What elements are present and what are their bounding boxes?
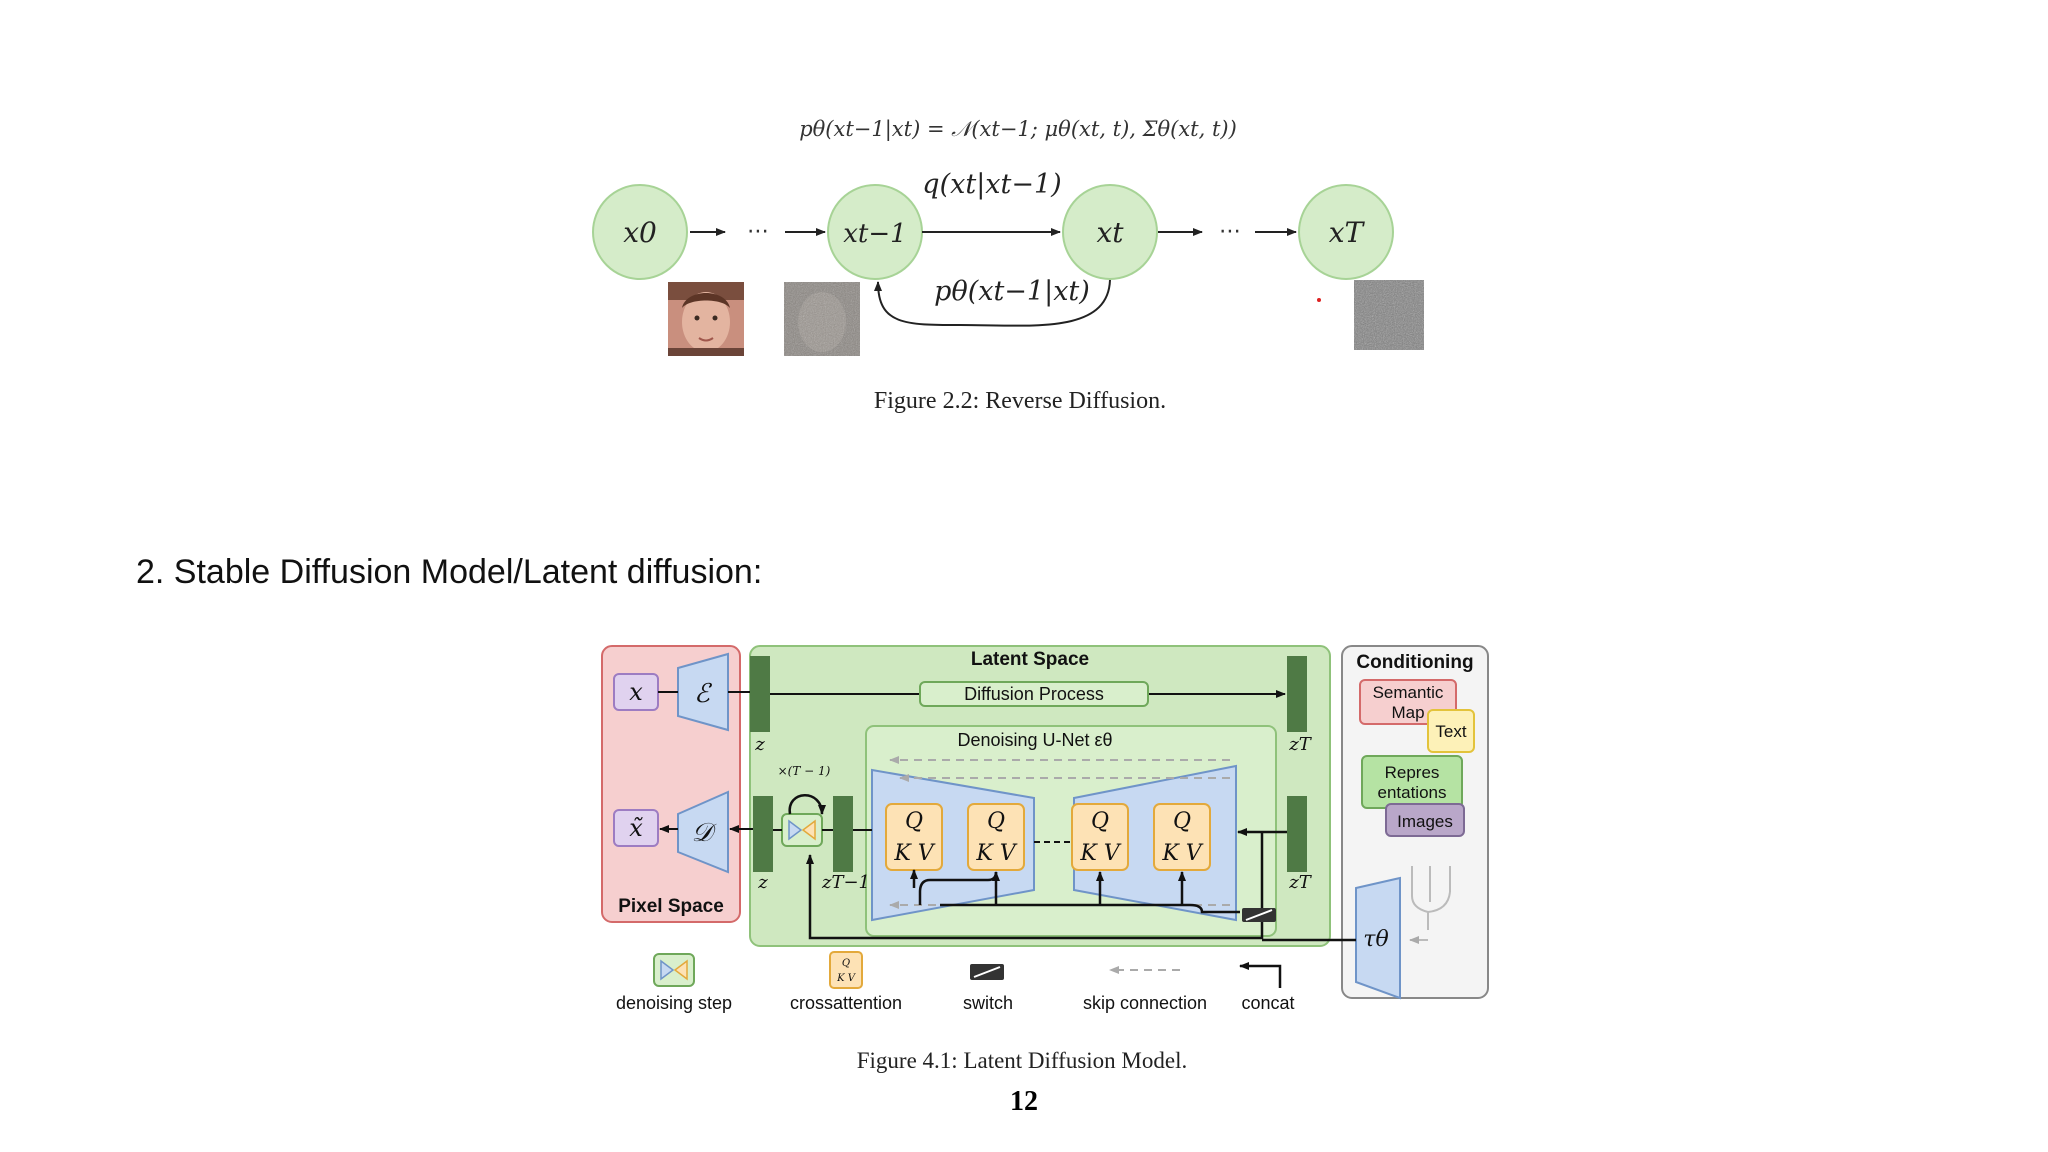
reverse-diffusion-figure: pθ(xt−1|xt) = 𝒩(xt−1; μθ(xt, t), Σθ(xt, … [592,117,1424,414]
red-dot [1317,298,1321,302]
ellipsis-right: ⋯ [1219,218,1241,243]
node-xT: xT [1298,184,1394,280]
diffusion-process-label: Diffusion Process [964,684,1104,704]
svg-text:K V: K V [1161,841,1203,866]
node-xt-minus-1: xt−1 [827,184,923,280]
svg-text:Q: Q [987,809,1005,834]
svg-text:Latent Space: Latent Space [971,649,1089,670]
svg-text:K V: K V [975,841,1017,866]
svg-text:switch: switch [963,993,1013,1013]
figure-4-1-caption: Figure 4.1: Latent Diffusion Model. [857,1048,1187,1073]
pure-noise-image [1354,280,1424,350]
svg-text:Conditioning: Conditioning [1356,652,1473,673]
loop-label: ×(T − 1) [778,764,831,778]
ellipsis-left: ⋯ [747,218,769,243]
pixel-space-panel: Pixel Space x ℰ x̃ 𝒟 [601,645,741,923]
node-x0: x0 [592,184,688,280]
attention-block-3: Q K V [1071,803,1129,871]
figure-2-2-caption: Figure 2.2: Reverse Diffusion. [874,388,1166,414]
svg-text:K V: K V [836,973,857,984]
svg-text:Q: Q [1173,809,1191,834]
switch-icon [1242,908,1276,922]
reverse-equation: pθ(xt−1|xt) = 𝒩(xt−1; μθ(xt, t), Σθ(xt, … [799,117,1237,142]
svg-text:Q: Q [842,958,850,969]
zT-label-top: zT [1288,734,1312,755]
legend-switch: switch [963,964,1013,1013]
svg-text:concat: concat [1241,993,1294,1013]
legend-crossattention: Q K V crossattention [790,951,902,1013]
legend-denoising-step: denoising step [616,953,732,1013]
svg-text:xt: xt [1096,216,1124,249]
section-heading: 2. Stable Diffusion Model/Latent diffusi… [136,553,763,591]
svg-text:skip connection: skip connection [1083,993,1207,1013]
svg-text:Q: Q [905,809,923,834]
face-image [668,282,744,356]
latent-diffusion-figure: Pixel Space x ℰ x̃ 𝒟 Latent Space z Diff… [601,645,1489,1073]
svg-text:K V: K V [893,841,935,866]
svg-text:K V: K V [1079,841,1121,866]
node-xt: xt [1062,184,1158,280]
svg-text:Pixel Space: Pixel Space [618,896,724,917]
latent-space-panel: Latent Space z Diffusion Process zT Deno… [728,645,1331,947]
svg-text:xt−1: xt−1 [843,219,906,249]
tau-theta-label: τθ [1363,927,1388,952]
attention-block-4: Q K V [1153,803,1211,871]
attention-block-1: Q K V [885,803,943,871]
legend: denoising step Q K V crossattention swit… [616,951,1295,1013]
noisy-face-image [784,282,860,356]
svg-text:xT: xT [1329,216,1366,249]
forward-label: q(xt|xt−1) [922,169,1061,200]
zT-label-bottom: zT [1288,872,1312,893]
denoising-step-box [781,813,823,847]
cond-text: Text [1435,722,1466,741]
zT-minus-1-label: zT−1 [821,872,870,893]
reverse-label: pθ(xt−1|xt) [934,276,1090,307]
encoder-label: ℰ [694,679,712,709]
svg-text:denoising step: denoising step [616,993,732,1013]
cond-images: Images [1397,812,1453,831]
svg-text:Q: Q [1091,809,1109,834]
legend-concat: concat [1239,962,1295,1013]
output-x-tilde: x̃ [629,814,643,842]
page-number: 12 [1010,1086,1038,1117]
z-label-bottom: z [757,872,768,893]
svg-text:x0: x0 [623,216,657,249]
input-x: x [629,678,643,706]
legend-skip-connection: skip connection [1083,966,1207,1013]
svg-text:crossattention: crossattention [790,993,902,1013]
attention-block-2: Q K V [967,803,1025,871]
z-label-top: z [754,734,765,755]
unet-label: Denoising U-Net εθ [957,730,1112,750]
